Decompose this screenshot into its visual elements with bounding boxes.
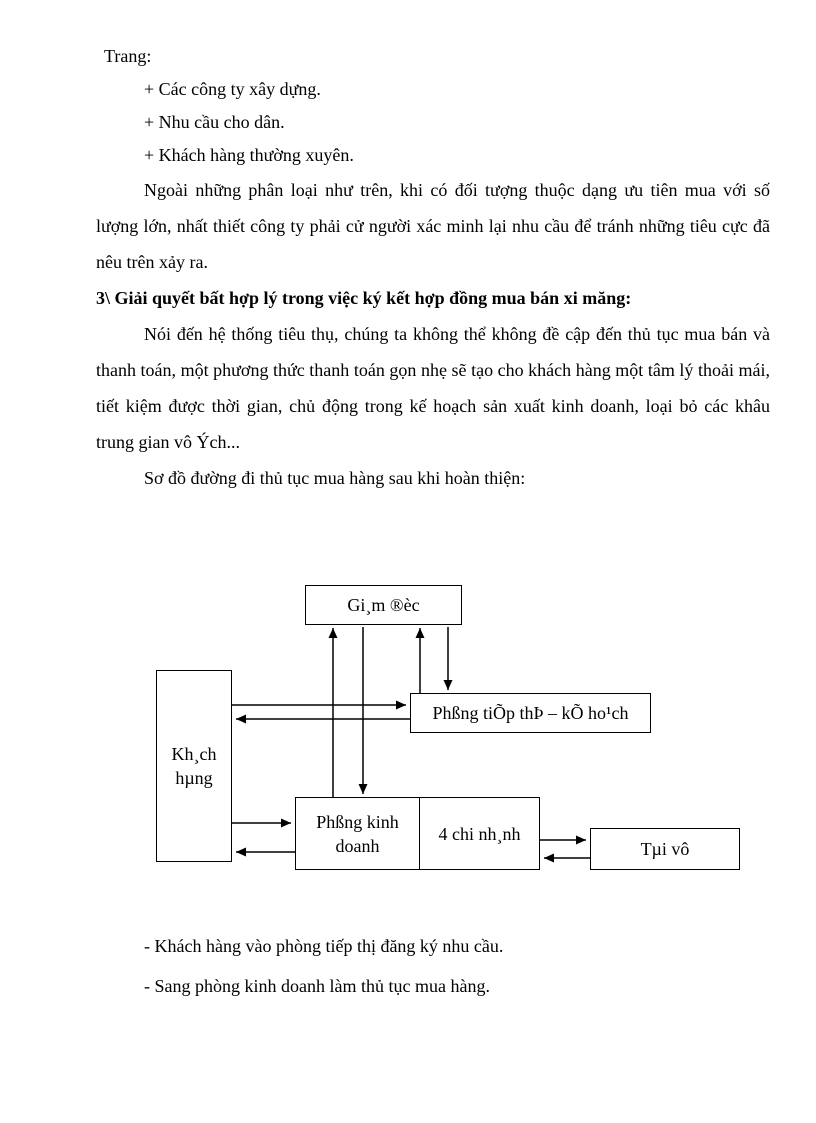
box-tiep-thi-ke-hoach-label: Phßng tiÕp thÞ – kÕ ho¹ch [432, 703, 629, 723]
cell-kinh-doanh: Phßng kinh doanh [296, 798, 420, 869]
note-2: - Sang phòng kinh doanh làm thủ tục mua … [144, 976, 490, 996]
box-tiep-thi-ke-hoach: Phßng tiÕp thÞ – kÕ ho¹ch [410, 693, 651, 733]
paragraph-classification-note: Ngoài những phân loại như trên, khi có đ… [96, 180, 770, 272]
cell-chi-nhanh-label: 4 chi nh¸nh [438, 823, 521, 844]
purchase-flow-diagram: Gi¸m ®èc Kh¸ch hµng Phßng tiÕp thÞ – kÕ … [0, 496, 816, 900]
bullet-item-3: + Khách hàng thường xuyên. [144, 145, 354, 165]
diagram-caption: Sơ đồ đường đi thủ tục mua hàng sau khi … [144, 468, 526, 488]
box-tai-vu: Tµi vô [590, 828, 740, 870]
bullet-item-2: + Nhu cầu cho dân. [144, 112, 285, 132]
box-giam-doc: Gi¸m ®èc [305, 585, 462, 625]
bullet-item-1: + Các công ty xây dựng. [144, 79, 321, 99]
section-heading: 3\ Giải quyết bất hợp lý trong việc ký k… [96, 288, 632, 308]
cell-kinh-doanh-label: Phßng kinh doanh [316, 811, 399, 856]
page-heading: Trang: [104, 46, 152, 66]
box-kinh-doanh-chi-nhanh: Phßng kinh doanh 4 chi nh¸nh [295, 797, 540, 870]
footer-notes: - Khách hàng vào phòng tiếp thị đăng ký … [96, 926, 770, 1006]
paragraph-procedure: Nói đến hệ thống tiêu thụ, chúng ta khôn… [96, 324, 770, 452]
note-1: - Khách hàng vào phòng tiếp thị đăng ký … [144, 936, 504, 956]
cell-chi-nhanh: 4 chi nh¸nh [420, 798, 539, 869]
box-tai-vu-label: Tµi vô [640, 839, 690, 859]
box-giam-doc-label: Gi¸m ®èc [347, 595, 420, 615]
box-khach-hang-label: Kh¸ch hµng [171, 744, 217, 788]
box-khach-hang: Kh¸ch hµng [156, 670, 232, 862]
